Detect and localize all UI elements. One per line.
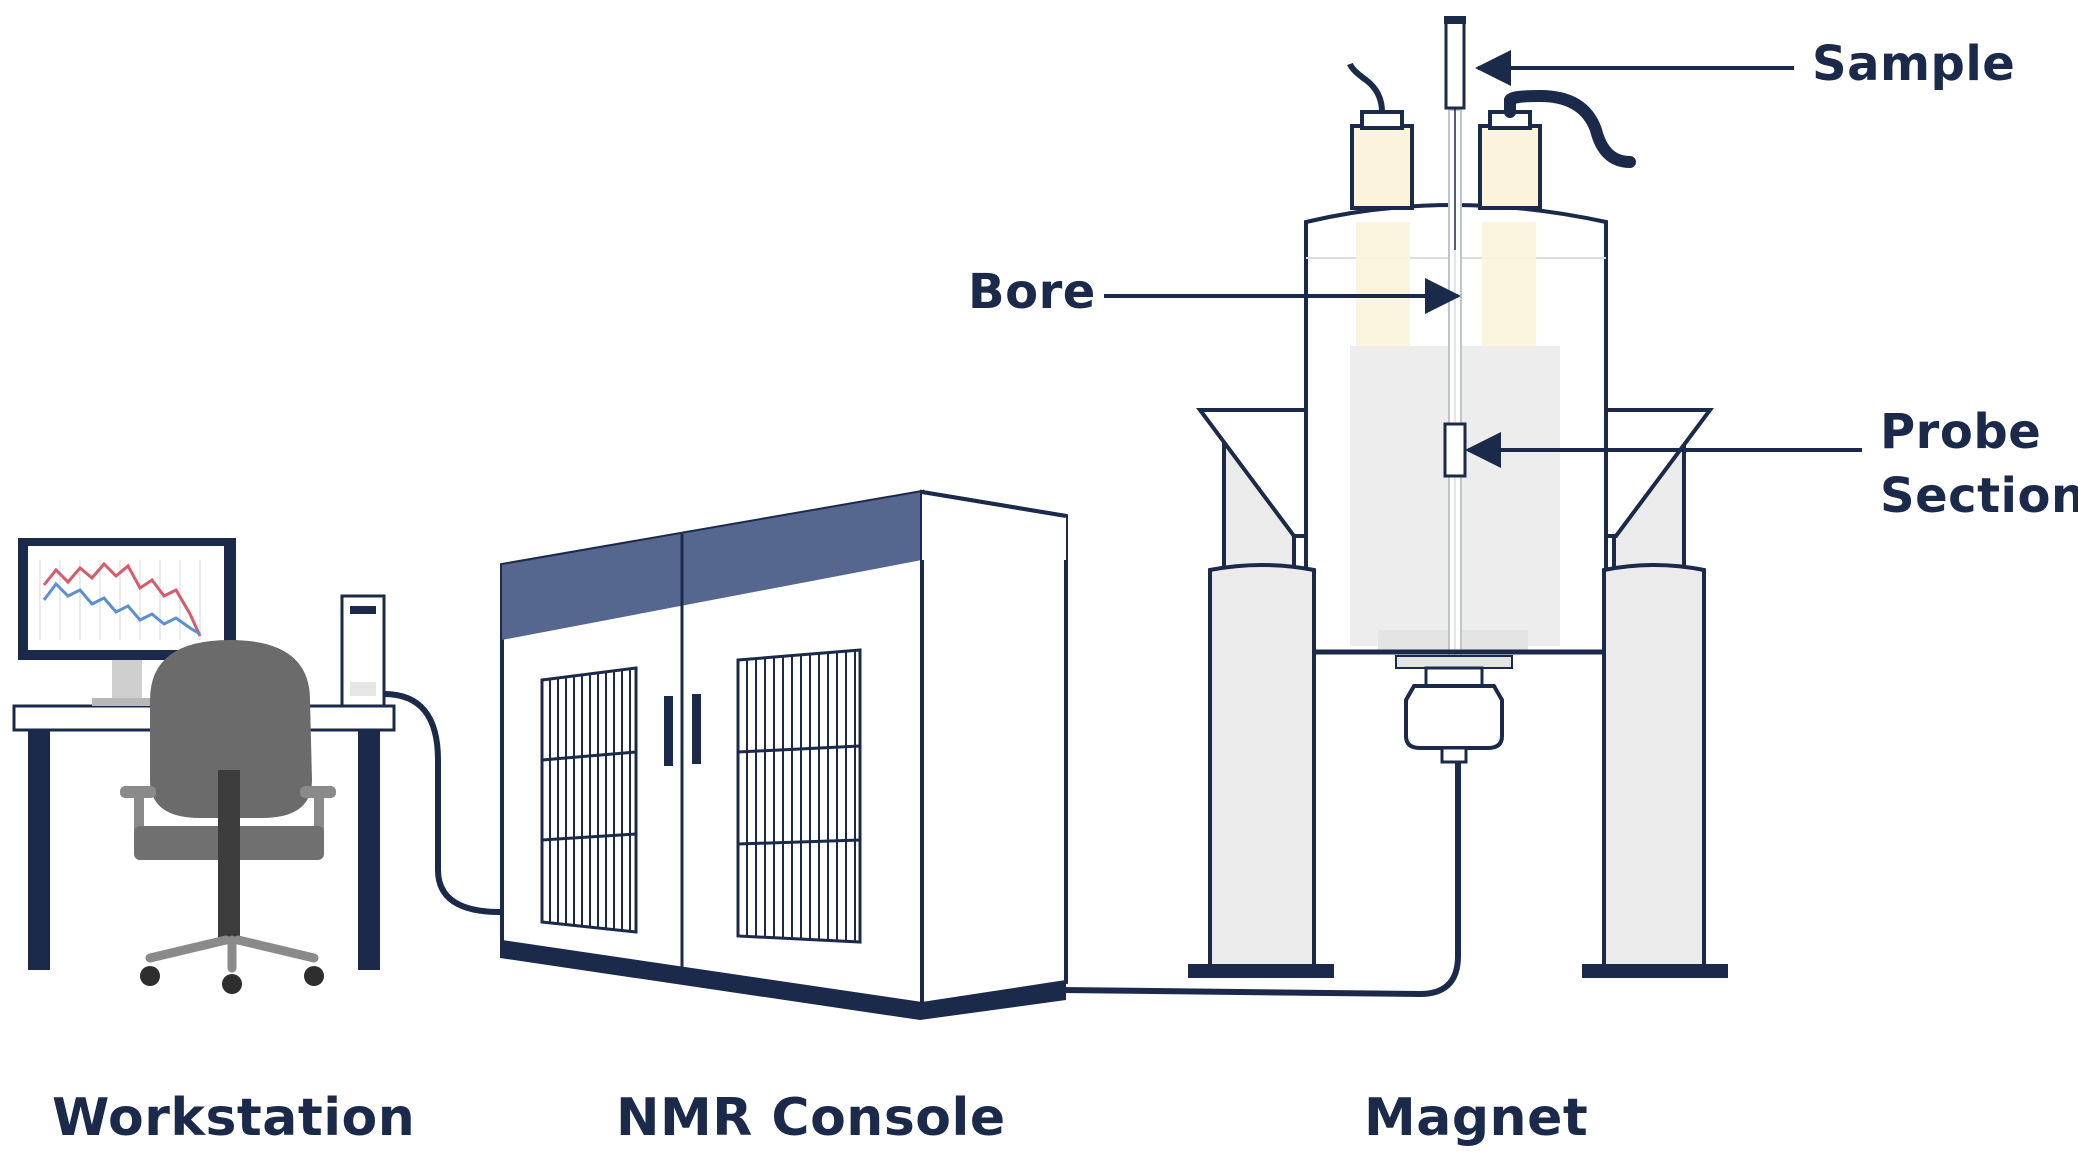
bore-callout-label: Bore xyxy=(968,264,1096,320)
chair-icon xyxy=(120,640,336,994)
workstation-icon xyxy=(12,538,396,994)
magnet-top-port-right xyxy=(1478,89,1636,210)
desk-leg-right xyxy=(358,730,380,970)
nmr-console-icon xyxy=(500,489,1068,1020)
workstation-caption: Workstation xyxy=(52,1088,416,1148)
nmr-console-caption: NMR Console xyxy=(616,1088,1006,1148)
console-handle-right xyxy=(692,694,701,764)
magnet-icon xyxy=(1188,16,1728,978)
chart-line-blue xyxy=(42,581,201,636)
desk-leg-left xyxy=(28,730,50,970)
chart-line-red xyxy=(42,561,202,637)
magnet-foot-right xyxy=(1582,964,1728,978)
workstation-console-cable xyxy=(383,691,501,915)
console-top-band xyxy=(502,492,922,640)
sample-tube-icon xyxy=(1444,16,1466,250)
sample-callout-label: Sample xyxy=(1812,36,2016,92)
console-vent-right xyxy=(736,648,862,944)
probe-callout-label-line1: Probe xyxy=(1880,404,2042,460)
magnet-leg-front-left xyxy=(1208,563,1316,970)
computer-tower-icon xyxy=(340,594,386,708)
console-vent-left xyxy=(540,666,638,934)
monitor-icon xyxy=(18,538,236,706)
magnet-caption: Magnet xyxy=(1364,1088,1589,1148)
magnet-leg-front-right xyxy=(1602,563,1706,970)
probe-section-marker xyxy=(1443,422,1467,478)
probe-base-icon xyxy=(1395,655,1513,764)
probe-callout-label-line2: Section xyxy=(1880,468,2078,524)
magnet-top-port-left xyxy=(1347,62,1414,210)
magnet-foot-left xyxy=(1188,964,1334,978)
console-side xyxy=(920,489,1068,1007)
console-handle-left xyxy=(664,696,673,766)
console-magnet-cable xyxy=(1059,760,1461,998)
